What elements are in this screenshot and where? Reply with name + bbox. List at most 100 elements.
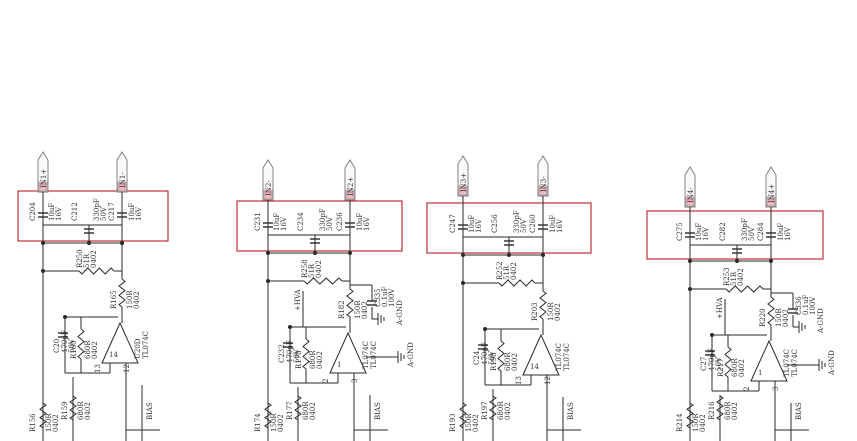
lower-resistor (294, 395, 302, 421)
cap-ref-label: C217 (108, 202, 116, 221)
cap-voltage-label: 100V (809, 296, 817, 315)
decoupling-cap (367, 300, 377, 306)
cap-value-label: 470pF (61, 330, 69, 353)
op-amp (522, 333, 560, 376)
resistor-ref-label: R252 (496, 261, 504, 280)
gain-resistor (724, 346, 732, 378)
resistor-ref-label: R220 (759, 308, 767, 327)
cap-voltage-label: 100V (388, 288, 396, 307)
resistor-value-label: 51R (730, 271, 738, 286)
input-pin-tag-label: IN4- (687, 187, 695, 203)
mid-resistor (346, 288, 354, 318)
cap-voltage-label: 50V (488, 350, 496, 365)
bias-net-label: BIAS (567, 402, 575, 420)
resistor-package-label: 0402 (511, 353, 519, 371)
cap-value-label: 470pF (708, 348, 716, 371)
cap-value-label: 10uF (468, 215, 476, 233)
resistor-ref-label: R174 (254, 413, 262, 432)
ground-symbol (793, 321, 806, 333)
resistor-ref-label: R258 (301, 259, 309, 278)
junction-dot (688, 287, 692, 291)
resistor-package-label: 0402 (316, 351, 324, 369)
mid-resistor (539, 290, 547, 320)
junction-dot (313, 251, 317, 255)
resistor-package-label: 0402 (699, 414, 707, 432)
junction-dot (288, 325, 292, 329)
cap-voltage-label: 50V (520, 218, 528, 233)
op-amp-part-label: TL074C (370, 341, 378, 369)
resistor-ref-label: R198 (490, 352, 498, 371)
resistor-package-label: 0402 (472, 414, 480, 432)
resistor-value-label: 150R (45, 413, 53, 432)
input-cap (117, 212, 127, 218)
cap-voltage-label: 16V (475, 218, 483, 233)
lower-resistor (489, 395, 497, 421)
input-cap (538, 224, 548, 230)
cap-ref-label: C20 (53, 339, 61, 353)
bias-net-label: BIAS (795, 402, 803, 420)
input-pin-tag-label: IN2- (265, 180, 273, 196)
cap-voltage-label: 16V (135, 206, 143, 221)
lower-resistor (264, 402, 272, 429)
resistor-ref-label: R203 (531, 302, 539, 321)
cap-value-label: 10uF (695, 223, 703, 241)
bias-net-label: BIAS (146, 402, 154, 420)
resistor-package-label: 0402 (133, 291, 141, 309)
filter-cap (84, 228, 94, 234)
cap-ref-label: C204 (29, 202, 37, 221)
resistor-value-label: 680R (731, 358, 739, 377)
resistor-value-label: 150R (465, 413, 473, 432)
resistor-package-label: 0402 (277, 414, 285, 432)
hva-net-label: +HVA (716, 296, 724, 319)
resistor-ref-label: R177 (286, 401, 294, 420)
input-series-resistor (303, 277, 343, 285)
cap-voltage-label: 50V (326, 216, 334, 231)
resistor-ref-label: R182 (338, 300, 346, 319)
cap-voltage-label: 50V (100, 206, 108, 221)
cap-ref-label: C336 (795, 296, 803, 315)
op-amp-ref-label: U20D (134, 338, 142, 359)
cap-value-label: 330pF (741, 218, 749, 241)
mid-resistor (118, 278, 126, 308)
op-amp-pin-label: 2 (322, 379, 330, 383)
cap-voltage-label: 16V (784, 226, 792, 241)
mid-resistor (767, 296, 775, 326)
resistor-package-label: 0402 (361, 301, 369, 319)
decoupling-cap (788, 308, 798, 314)
junction-dot (41, 269, 45, 273)
lower-resistor (459, 402, 467, 429)
resistor-value-label: 680R (497, 401, 505, 420)
lower-resistor (39, 402, 47, 429)
op-amp-pin-label: 2 (743, 387, 751, 391)
cap-ref-label: C234 (297, 212, 305, 231)
op-amp-pin-label: 1 (337, 361, 341, 369)
cap-ref-label: C236 (336, 212, 344, 231)
input-cap (38, 212, 48, 218)
cap-value-label: 330pF (93, 198, 101, 221)
input-pin-tag-label: IN3+ (460, 173, 468, 192)
op-amp-pin-label: 14 (109, 351, 118, 359)
cap-ref-label: C232 (278, 344, 286, 363)
op-amp (750, 339, 788, 382)
lower-resistor (69, 395, 77, 421)
input-pin-tag: IN4- (684, 166, 696, 219)
gain-resistor (302, 338, 310, 370)
junction-dot (461, 281, 465, 285)
resistor-value-label: 150R (775, 308, 783, 327)
input-highlight-box (17, 190, 169, 242)
resistor-ref-label: R178 (295, 350, 303, 369)
resistor-package-label: 0402 (84, 402, 92, 420)
cap-ref-label: C24 (473, 350, 481, 365)
resistor-value-label: 51R (503, 265, 511, 280)
resistor-package-label: 0402 (315, 260, 323, 278)
cap-value-label: 470pF (286, 340, 294, 363)
cap-voltage-label: 16V (363, 216, 371, 231)
op-amp-part-label: TL074C (791, 349, 799, 377)
resistor-ref-label: R165 (110, 290, 118, 309)
filter-cap (732, 248, 742, 254)
junction-dot (710, 333, 714, 337)
resistor-value-label: 150R (547, 302, 555, 321)
cap-voltage-label: 50V (715, 356, 723, 371)
feedback-cap (58, 332, 68, 338)
